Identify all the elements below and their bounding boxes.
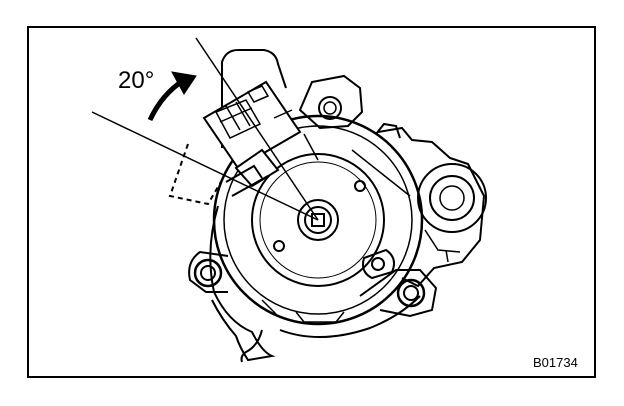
left-flange bbox=[188, 250, 229, 293]
cap-seam bbox=[303, 133, 411, 197]
angle-label: 20° bbox=[118, 67, 154, 94]
rear-gear-outer bbox=[417, 163, 487, 233]
connector-original-position bbox=[168, 143, 223, 206]
cap-screw-right bbox=[354, 180, 366, 192]
housing-outer-ring bbox=[212, 114, 424, 326]
adjusting-bolt bbox=[371, 257, 385, 271]
connector-rotated bbox=[202, 80, 302, 197]
connector-bracket bbox=[225, 164, 269, 197]
figure-code: B01734 bbox=[533, 355, 578, 370]
flange-bolt-right-inner bbox=[403, 285, 419, 301]
rear-gear-hub bbox=[439, 185, 465, 211]
distributor-body-outline bbox=[209, 205, 276, 362]
cap-plate-inner bbox=[259, 161, 377, 279]
shaft-ring bbox=[304, 206, 332, 234]
upper-housing bbox=[221, 49, 287, 148]
shaft-outer bbox=[297, 199, 339, 241]
rotation-arrowhead bbox=[171, 71, 197, 95]
lower-right-flange bbox=[359, 269, 438, 318]
rear-flange-detail bbox=[424, 229, 461, 263]
flange-bolt-left-inner bbox=[200, 265, 216, 281]
rotation-arrow bbox=[147, 77, 186, 122]
wire bbox=[240, 329, 263, 363]
top-bolt-inner bbox=[323, 101, 337, 115]
connector-body bbox=[202, 80, 302, 170]
connector-grid bbox=[214, 99, 262, 139]
reference-line-original bbox=[91, 111, 319, 221]
connector-latch bbox=[246, 85, 293, 119]
top-bolt-outer bbox=[318, 96, 342, 120]
rear-gear-inner bbox=[429, 175, 475, 221]
rear-housing bbox=[377, 126, 486, 288]
figure-frame bbox=[27, 26, 596, 378]
body-base-edge bbox=[279, 295, 421, 338]
connector-neck bbox=[234, 148, 280, 188]
bottom-seam bbox=[261, 299, 345, 323]
flange-bolt-right-outer bbox=[396, 278, 426, 308]
housing-inner-ring bbox=[223, 125, 413, 315]
flange-bolt-left-outer bbox=[193, 258, 223, 288]
cap-screw-left bbox=[273, 240, 285, 252]
upper-right-lug bbox=[375, 122, 401, 139]
shaft-key bbox=[311, 213, 325, 227]
reference-line-rotated bbox=[195, 37, 319, 221]
top-bracket bbox=[298, 74, 364, 130]
cap-plate bbox=[251, 153, 385, 287]
